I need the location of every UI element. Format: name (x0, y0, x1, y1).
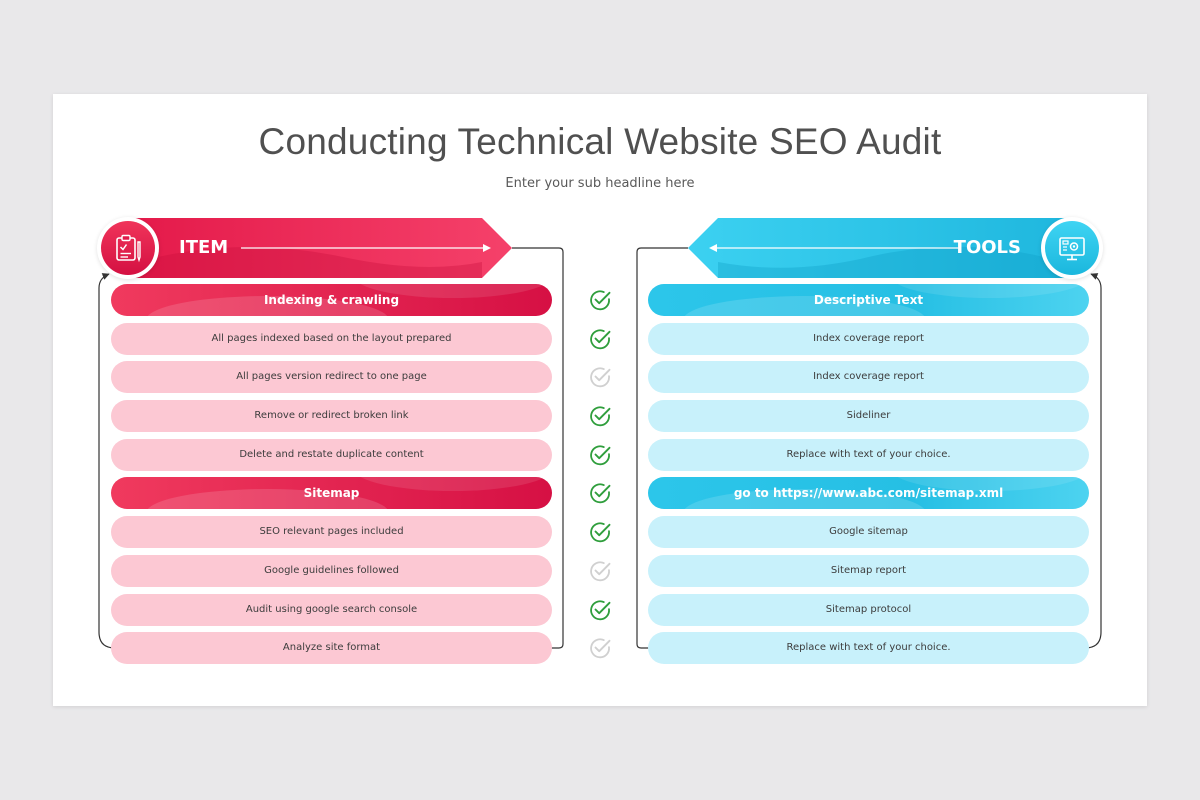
tools-row: Sitemap protocol (648, 593, 1089, 626)
item-row: All pages indexed based on the layout pr… (111, 322, 552, 355)
monitor-gear-icon (1059, 237, 1085, 261)
item-row: Remove or redirect broken link (111, 400, 552, 433)
tools-header-label: TOOLS (953, 237, 1021, 258)
check-circle-icon (586, 439, 614, 471)
item-row: Analyze site format (111, 632, 552, 665)
item-bracket-connector (98, 247, 564, 649)
sub-headline: Enter your sub headline here (505, 176, 695, 191)
header-graphics (98, 218, 1102, 649)
clipboard-checklist-icon (116, 234, 141, 263)
item-row: All pages version redirect to one page (111, 361, 552, 394)
tools-row: Sitemap report (648, 554, 1089, 587)
check-circle-inactive-icon (586, 361, 614, 393)
tools-row: Replace with text of your choice. (648, 632, 1089, 665)
tools-banner-wave (718, 246, 1069, 278)
check-circle-icon (586, 477, 614, 509)
checkmark-column (586, 284, 614, 671)
item-icon-badge (97, 217, 159, 279)
item-row: Google guidelines followed (111, 554, 552, 587)
check-circle-inactive-icon (586, 632, 614, 664)
tools-row: Index coverage report (648, 361, 1089, 394)
tools-row: Sideliner (648, 400, 1089, 433)
tools-row: Google sitemap (648, 516, 1089, 549)
item-row: Delete and restate duplicate content (111, 438, 552, 471)
tools-column: Descriptive Text Index coverage report I… (648, 284, 1089, 671)
item-row: Audit using google search console (111, 593, 552, 626)
item-row: Sitemap (111, 477, 552, 510)
item-header-label: ITEM (179, 237, 229, 258)
check-circle-icon (586, 284, 614, 316)
item-row: Indexing & crawling (111, 284, 552, 316)
tools-row: Replace with text of your choice. (648, 438, 1089, 471)
item-header-arrowhead (483, 244, 491, 252)
tools-icon-badge (1041, 217, 1103, 279)
page-title: Conducting Technical Website SEO Audit (258, 121, 942, 162)
slide: Conducting Technical Website SEO Audit E… (53, 94, 1147, 706)
check-circle-icon (586, 516, 614, 548)
item-banner-wave (131, 247, 482, 278)
check-circle-icon (586, 400, 614, 432)
item-column: Indexing & crawling All pages indexed ba… (111, 284, 552, 671)
tools-bracket-connector (636, 247, 1102, 649)
tools-row: Descriptive Text (648, 284, 1089, 316)
tools-row: Index coverage report (648, 322, 1089, 355)
check-circle-icon (586, 594, 614, 626)
item-row: SEO relevant pages included (111, 516, 552, 549)
check-circle-inactive-icon (586, 555, 614, 587)
check-circle-icon (586, 323, 614, 355)
tools-header-arrowhead (709, 244, 717, 252)
tools-row: go to https://www.abc.com/sitemap.xml (648, 477, 1089, 510)
